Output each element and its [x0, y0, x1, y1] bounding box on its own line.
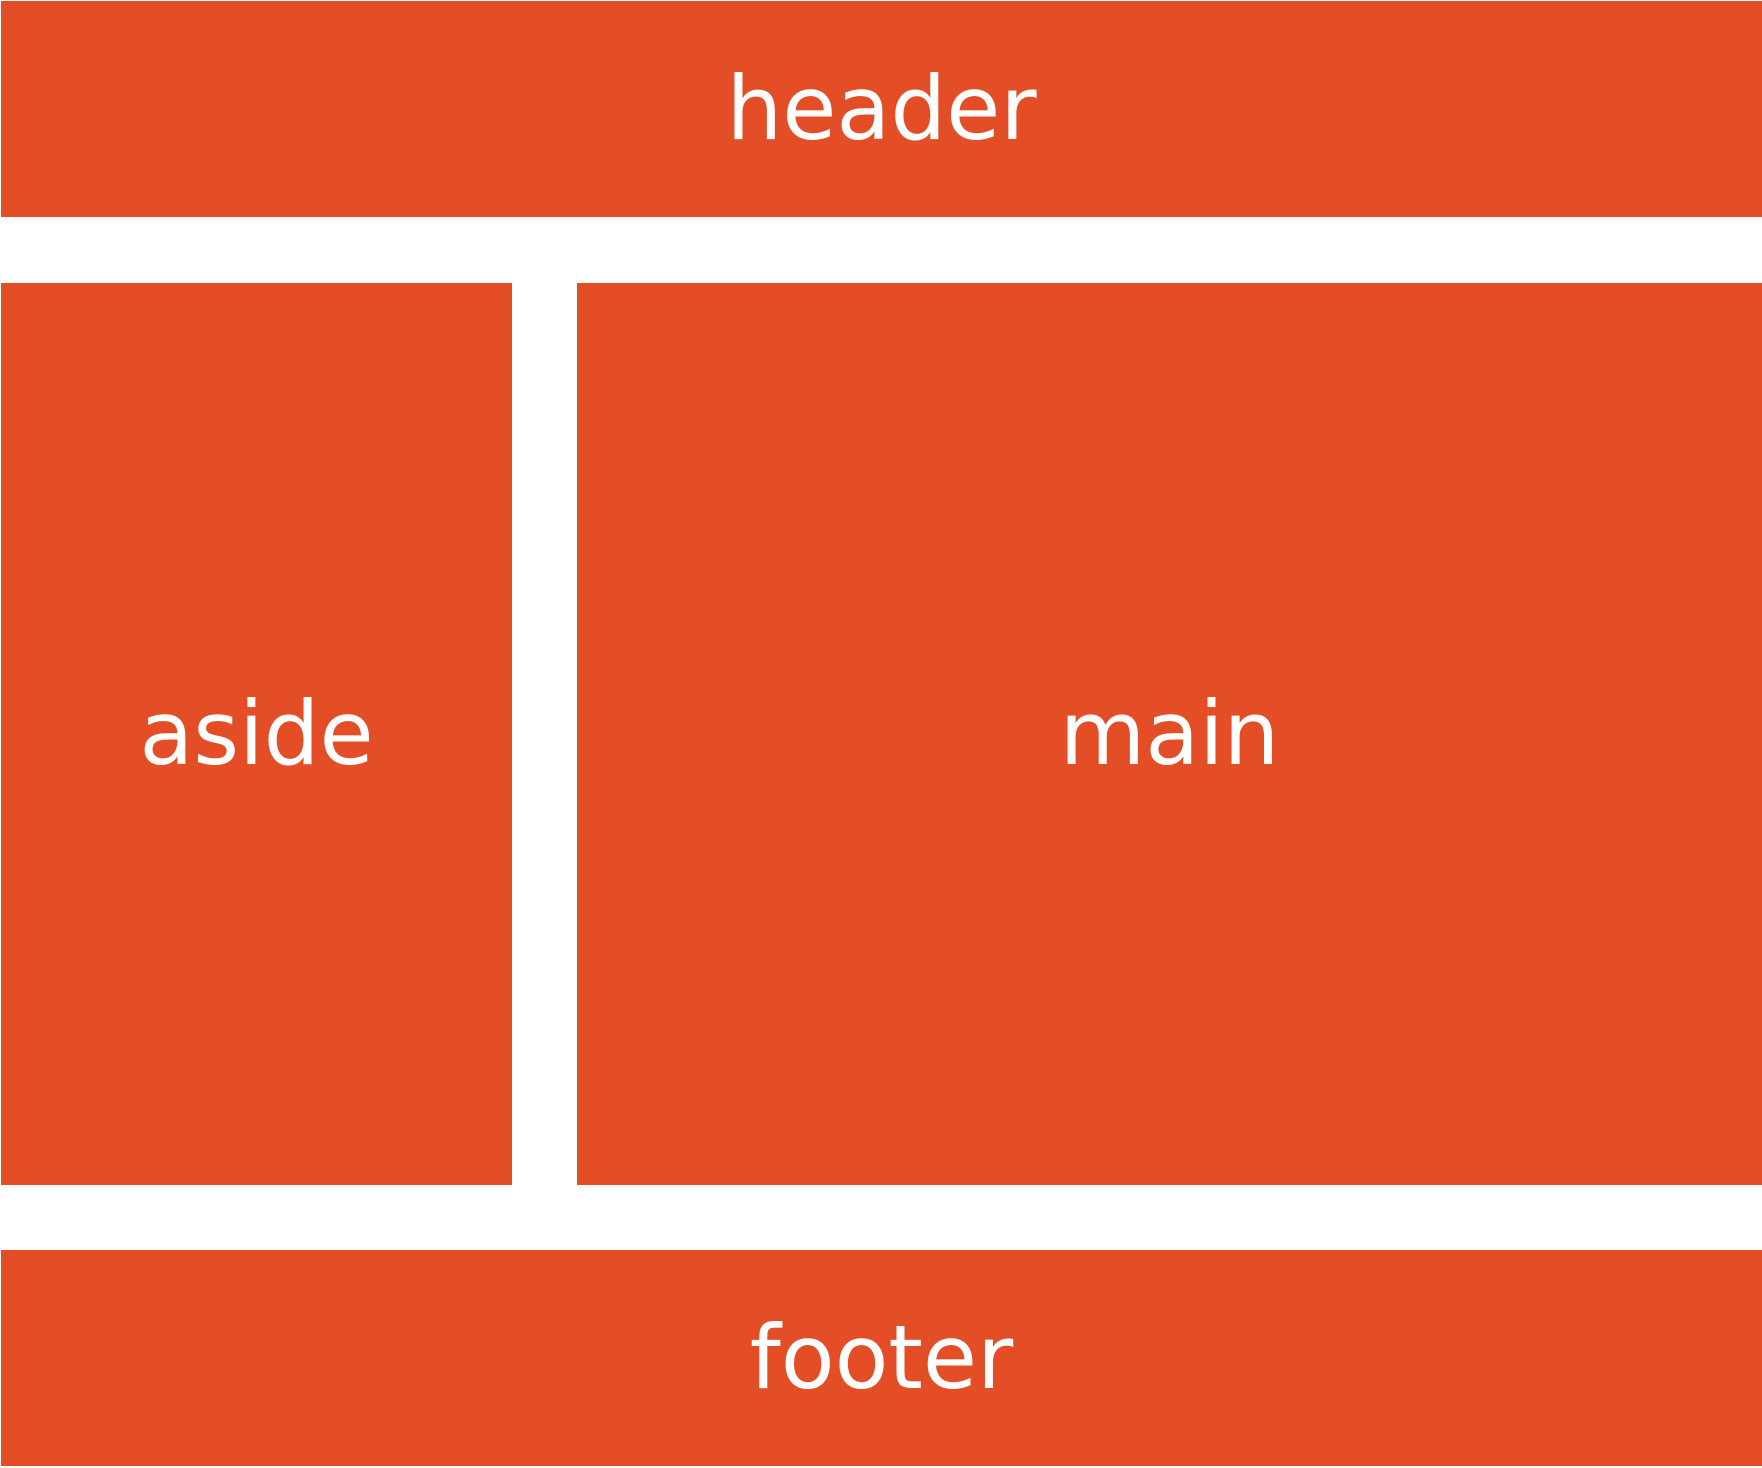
aside-label: aside — [139, 682, 374, 785]
aside-region: aside — [1, 283, 512, 1185]
footer-region: footer — [1, 1250, 1762, 1466]
main-label: main — [1059, 682, 1280, 785]
footer-label: footer — [749, 1306, 1014, 1409]
header-label: header — [726, 57, 1037, 160]
header-region: header — [1, 1, 1762, 217]
main-region: main — [577, 283, 1762, 1185]
